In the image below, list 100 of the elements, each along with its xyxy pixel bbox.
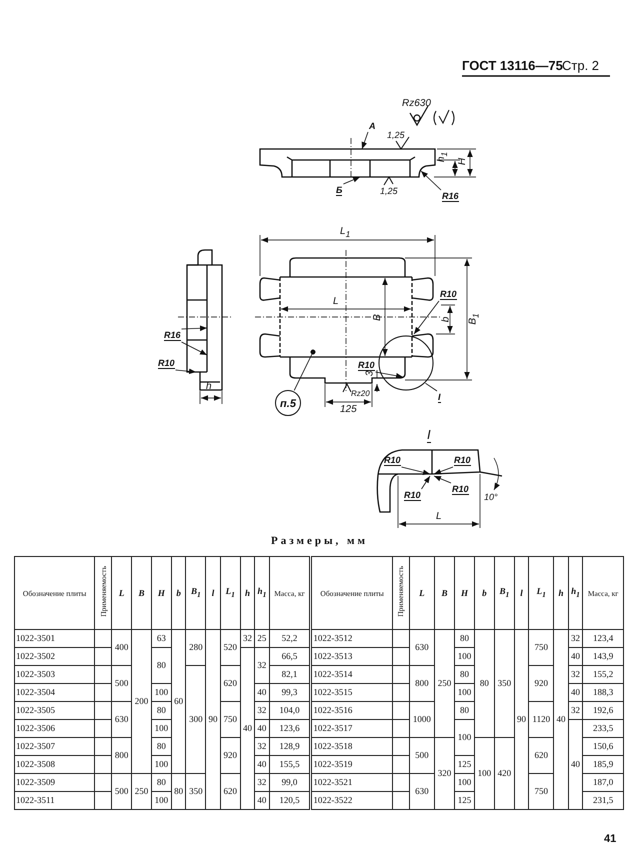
part-number: 1022-3507 (14, 738, 95, 756)
leader-line (375, 372, 404, 378)
dimension-label: b (440, 316, 452, 322)
leader-line (181, 325, 208, 332)
part-number: 1022-3518 (310, 738, 392, 756)
column-header: L (409, 556, 435, 630)
column-header: L$_{1}$ (220, 556, 240, 630)
dimension-value: 80 (474, 630, 494, 738)
column-header: b (474, 556, 494, 630)
leader-line (425, 382, 438, 392)
column-header: B$_{1}$ (494, 556, 514, 630)
column-header: B (132, 556, 152, 630)
dimension-value: 32 (568, 630, 583, 648)
leader-line (434, 476, 452, 484)
angle-label: 10° (484, 492, 498, 503)
column-header: B (434, 556, 455, 630)
part-number: 1022-3522 (310, 792, 392, 810)
dimension-value: 32 (254, 648, 270, 684)
dimension-value: 80 (171, 774, 186, 810)
dimension-value: 32 (240, 630, 255, 648)
dimension-value: 40 (240, 648, 255, 810)
dimension-value: 40 (254, 720, 270, 738)
plate-section-drawing (259, 138, 476, 180)
leader-line (401, 466, 430, 476)
dimension-value: 40 (254, 756, 270, 774)
dimension-value: 32 (568, 702, 583, 720)
leader-label: R10 (158, 358, 175, 369)
part-number: 1022-3512 (310, 630, 392, 648)
part-number: 1022-3502 (14, 648, 95, 666)
mass-value: 150,6 (582, 738, 624, 756)
detail-drawing (376, 449, 503, 528)
dimension-label: 3 (364, 370, 376, 376)
leader-label: Б (336, 185, 342, 196)
roughness-label: Rz630 (402, 98, 431, 109)
dimension-value: 40 (554, 630, 568, 810)
column-header: h$_{1}$ (568, 556, 583, 630)
leader-line (421, 476, 430, 490)
mass-value: 231,5 (582, 792, 624, 810)
dimension-value: 25 (254, 630, 270, 648)
column-header: l (206, 556, 220, 630)
column-header: L (112, 556, 132, 630)
part-number: 1022-3517 (310, 720, 392, 738)
leader-line (434, 466, 454, 474)
part-number: 1022-3505 (14, 702, 95, 720)
leader-line (181, 342, 208, 356)
part-number: 1022-3515 (310, 684, 392, 702)
part-number: 1022-3521 (310, 774, 392, 792)
dimension-value: 40 (568, 684, 583, 702)
dimension-value: 250 (132, 774, 152, 810)
roughness-label: 1,25 (380, 186, 398, 197)
page-number: 41 (604, 834, 616, 845)
dimension-label: h (206, 381, 212, 392)
part-number: 1022-3509 (14, 774, 95, 792)
dimension-value: 520 (220, 630, 240, 666)
page-header: ГОСТ 13116—75 (462, 58, 563, 73)
mass-value: 188,3 (582, 684, 624, 702)
dimension-value: 500 (112, 774, 132, 810)
column-header: B$_{1}$ (186, 556, 206, 630)
dimension-value: 32 (254, 774, 270, 792)
dimension-label: 125 (340, 404, 357, 415)
dimension-value: 500 (409, 738, 435, 774)
column-header: H (454, 556, 474, 630)
mass-value: 233,5 (582, 720, 624, 738)
column-header: h (240, 556, 255, 630)
roughness-label: Rz20 (351, 388, 370, 399)
mass-value: 155,2 (582, 666, 624, 684)
part-number: 1022-3513 (310, 648, 392, 666)
dimension-value: 60 (171, 630, 186, 774)
dimension-value: 80 (454, 630, 474, 648)
dimension-value: 63 (151, 630, 172, 648)
part-number: 1022-3506 (14, 720, 95, 738)
dimension-value: 40 (568, 648, 583, 666)
table-title: Размеры, мм (270, 536, 370, 547)
dimension-value: 200 (132, 630, 152, 774)
column-header: b (171, 556, 186, 630)
dimension-value: 32 (568, 666, 583, 684)
dimension-value: 350 (494, 630, 514, 738)
leader-line (414, 300, 440, 334)
detail-title: I (427, 428, 431, 443)
column-header: h$_{1}$ (254, 556, 270, 630)
part-number: 1022-3519 (310, 756, 392, 774)
part-number: 1022-3516 (310, 702, 392, 720)
dimension-value: 40 (568, 720, 583, 810)
part-number: 1022-3508 (14, 756, 95, 774)
dimension-value: 80 (151, 774, 172, 792)
mass-value: 185,9 (582, 756, 624, 774)
column-header: h (554, 556, 568, 630)
dimension-label: L (333, 296, 339, 307)
leader-label: R10 (452, 484, 469, 495)
leader-label: R10 (404, 490, 421, 501)
part-number: 1022-3514 (310, 666, 392, 684)
leader-line (343, 176, 360, 184)
column-header: L$_{1}$ (528, 556, 554, 630)
leader-line (175, 368, 196, 374)
column-header: H (151, 556, 172, 630)
dimension-value: 280 (186, 630, 206, 666)
leader-label: А (369, 121, 376, 131)
mass-value: 187,0 (582, 774, 624, 792)
dimension-label: L (436, 511, 442, 522)
dimension-value: 400 (112, 630, 132, 666)
